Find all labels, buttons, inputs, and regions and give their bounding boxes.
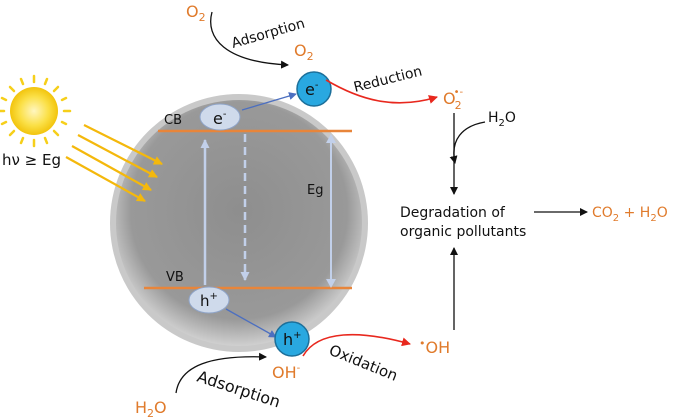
- hole-migration-arrow: [225, 308, 277, 338]
- band-gap-arrow-top: [326, 134, 336, 143]
- cb-label: CB: [164, 113, 182, 128]
- sun-icon: [0, 74, 72, 148]
- hole-surface: [274, 321, 310, 357]
- hole-vb: [188, 286, 230, 314]
- h2o-bottom-label: H2O: [135, 398, 167, 417]
- hole-vb-label: h+: [200, 291, 218, 310]
- electron-cb-label: e-: [213, 109, 227, 128]
- reduction-label: Reduction: [352, 63, 424, 95]
- electron-cb: [199, 103, 241, 131]
- degradation-line1: Degradation of: [400, 205, 506, 221]
- oxidation-label: Oxidation: [327, 341, 401, 385]
- hydroxide-label: OH-: [272, 363, 301, 382]
- light-rays: [65, 124, 163, 202]
- h2o-right-label: H2O: [488, 110, 516, 129]
- light-energy-label: hν ≥ Eg: [2, 151, 61, 169]
- adsorption-bottom-label: Adsorption: [195, 367, 283, 412]
- eg-label: Eg: [307, 183, 323, 198]
- vb-label: VB: [166, 270, 184, 285]
- superoxide-label: O2•-: [443, 87, 463, 112]
- hole-surface-label: h+: [283, 330, 302, 349]
- o2-top-label: O2: [186, 2, 206, 24]
- hydroxyl-radical-label: •OH: [419, 337, 450, 357]
- adsorption-top-arrow: [210, 11, 289, 69]
- band-gap-arrow-bottom: [326, 279, 336, 288]
- electron-surface-label: e-: [305, 80, 319, 99]
- adsorption-bottom-arrow: [175, 352, 267, 394]
- h2o-join-arrow: [449, 121, 486, 164]
- electron-migration-arrow: [241, 92, 297, 111]
- degradation-line2: organic pollutants: [400, 224, 526, 240]
- semiconductor-particle: [116, 100, 362, 346]
- electron-surface: [296, 71, 332, 107]
- oxidation-arrow: [302, 333, 411, 357]
- reduction-arrow: [325, 79, 438, 104]
- products-label: CO2 + H2O: [592, 205, 668, 224]
- o2-surface-label: O2: [294, 41, 314, 63]
